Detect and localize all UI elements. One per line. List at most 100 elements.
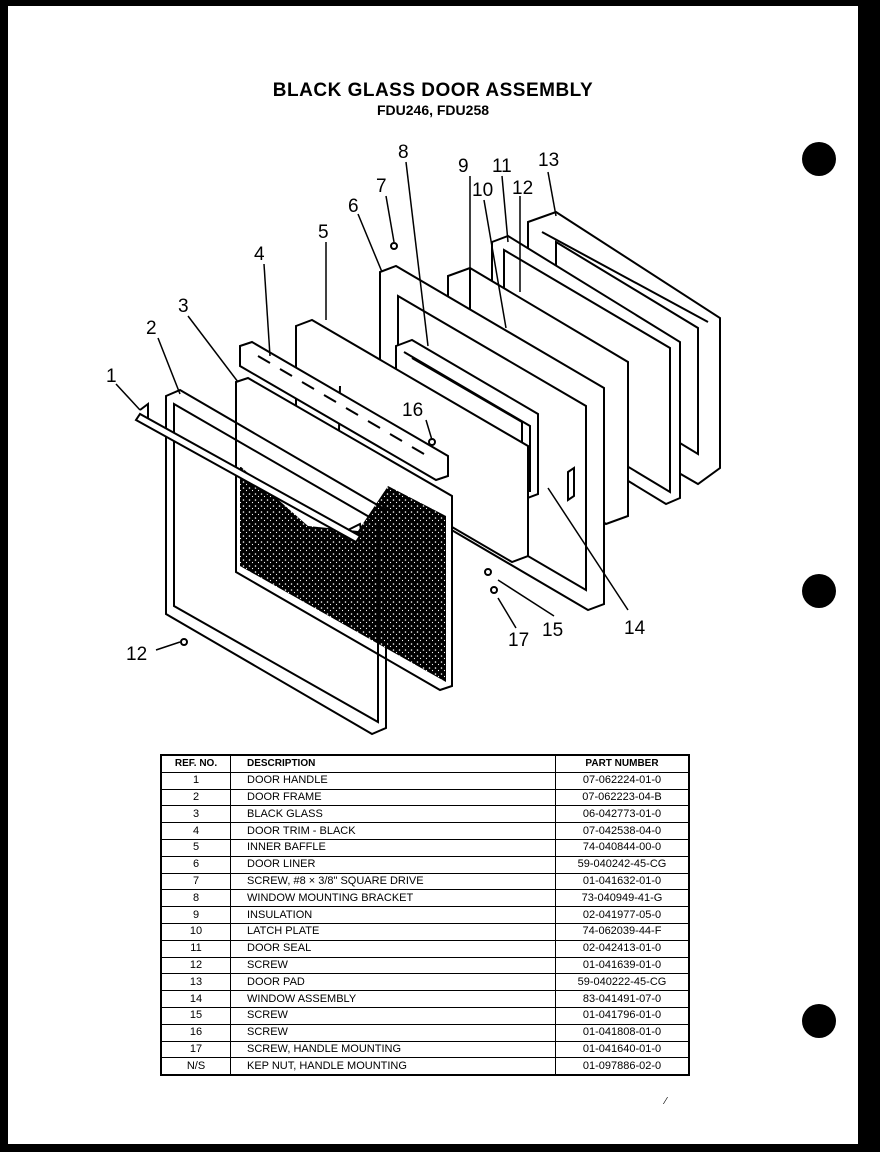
- callout-10: 10: [472, 180, 493, 201]
- description-cell: SCREW: [230, 1006, 556, 1025]
- part-number-cell: 07-062224-01-0: [555, 771, 690, 790]
- callout-16: 16: [402, 400, 423, 421]
- document-page: BLACK GLASS DOOR ASSEMBLY FDU246, FDU258: [8, 6, 858, 1144]
- ref-cell: N/S: [160, 1057, 231, 1076]
- ref-cell: 4: [160, 822, 231, 840]
- part-number-cell: 01-041639-01-0: [555, 956, 690, 975]
- screw-part: [390, 242, 398, 250]
- binder-hole-icon: [802, 1004, 836, 1038]
- description-cell: SCREW, #8 × 3/8" SQUARE DRIVE: [230, 872, 556, 891]
- callout-9: 9: [458, 156, 469, 177]
- description-cell: BLACK GLASS: [230, 805, 556, 824]
- ref-cell: 16: [160, 1023, 231, 1042]
- description-cell: WINDOW ASSEMBLY: [230, 990, 556, 1008]
- callout-8: 8: [398, 142, 409, 163]
- description-cell: LATCH PLATE: [230, 922, 556, 941]
- page-title: BLACK GLASS DOOR ASSEMBLY: [272, 80, 594, 101]
- col-ref-header: REF. NO.: [160, 754, 231, 773]
- ref-cell: 8: [160, 889, 231, 908]
- description-cell: DOOR HANDLE: [230, 771, 556, 790]
- part-number-cell: 01-097886-02-0: [555, 1057, 690, 1076]
- ref-cell: 7: [160, 872, 231, 891]
- callout-3: 3: [178, 296, 189, 317]
- ref-cell: 17: [160, 1040, 231, 1059]
- part-number-cell: 59-040222-45-CG: [555, 973, 690, 992]
- part-number-cell: 59-040242-45-CG: [555, 855, 690, 874]
- door-handle-part: [134, 402, 363, 544]
- callout-14: 14: [624, 618, 646, 639]
- description-cell: DOOR FRAME: [230, 788, 556, 807]
- description-cell: WINDOW MOUNTING BRACKET: [230, 889, 556, 908]
- description-cell: DOOR PAD: [230, 973, 556, 992]
- ref-cell: 5: [160, 838, 231, 857]
- door-frame-part: [165, 388, 387, 736]
- col-part-header: PART NUMBER: [555, 754, 690, 773]
- part-number-cell: 83-041491-07-0: [555, 990, 690, 1008]
- screw-part: [490, 586, 498, 594]
- part-number-cell: 73-040949-41-G: [555, 889, 690, 908]
- callout-13: 13: [538, 150, 559, 171]
- ref-cell: 15: [160, 1006, 231, 1025]
- scan-mark: ⁄: [665, 1096, 667, 1107]
- description-cell: SCREW: [230, 956, 556, 975]
- table-header-row: REF. NO. DESCRIPTION PART NUMBER: [160, 754, 690, 773]
- description-cell: DOOR LINER: [230, 855, 556, 874]
- leader-lines: [115, 161, 629, 651]
- callout-17: 17: [508, 630, 529, 651]
- door-trim-part: [239, 340, 449, 482]
- description-cell: DOOR TRIM - BLACK: [230, 822, 556, 840]
- callout-4: 4: [254, 244, 265, 265]
- binder-hole-icon: [802, 574, 836, 608]
- part-number-cell: 06-042773-01-0: [555, 805, 690, 824]
- callout-labels: 1 2 3 4 5 6 7 8 9 10 11 12 13 14 15 16 1…: [106, 142, 646, 665]
- part-number-cell: 07-042538-04-0: [555, 822, 690, 840]
- ref-cell: 1: [160, 771, 231, 790]
- part-number-cell: 02-041977-05-0: [555, 906, 690, 924]
- callout-7: 7: [376, 176, 387, 197]
- part-number-cell: 01-041632-01-0: [555, 872, 690, 891]
- description-cell: SCREW, HANDLE MOUNTING: [230, 1040, 556, 1059]
- ref-cell: 11: [160, 939, 231, 958]
- screw-part: [484, 568, 492, 576]
- part-number-cell: 01-041640-01-0: [555, 1040, 690, 1059]
- description-cell: INSULATION: [230, 906, 556, 924]
- callout-12: 12: [512, 178, 533, 199]
- ref-cell: 14: [160, 990, 231, 1008]
- screw-part: [180, 638, 188, 646]
- ref-cell: 6: [160, 855, 231, 874]
- ref-cell: 13: [160, 973, 231, 992]
- callout-5: 5: [318, 222, 329, 243]
- callout-15: 15: [542, 620, 563, 641]
- ref-cell: 12: [160, 956, 231, 975]
- callout-11: 11: [492, 156, 512, 177]
- part-number-cell: 01-041796-01-0: [555, 1006, 690, 1025]
- col-description-header: DESCRIPTION: [230, 754, 556, 773]
- callout-1: 1: [106, 366, 117, 387]
- part-number-cell: 74-062039-44-F: [555, 922, 690, 941]
- binder-hole-icon: [802, 142, 836, 176]
- exploded-parts-diagram: 1 2 3 4 5 6 7 8 9 10 11 12 13 14 15 16 1…: [106, 142, 721, 736]
- callout-6: 6: [348, 196, 359, 217]
- description-cell: KEP NUT, HANDLE MOUNTING: [230, 1057, 556, 1076]
- page-subtitle: FDU246, FDU258: [376, 102, 490, 118]
- part-number-cell: 07-062223-04-B: [555, 788, 690, 807]
- description-cell: SCREW: [230, 1023, 556, 1042]
- callout-2: 2: [146, 318, 157, 339]
- ref-cell: 2: [160, 788, 231, 807]
